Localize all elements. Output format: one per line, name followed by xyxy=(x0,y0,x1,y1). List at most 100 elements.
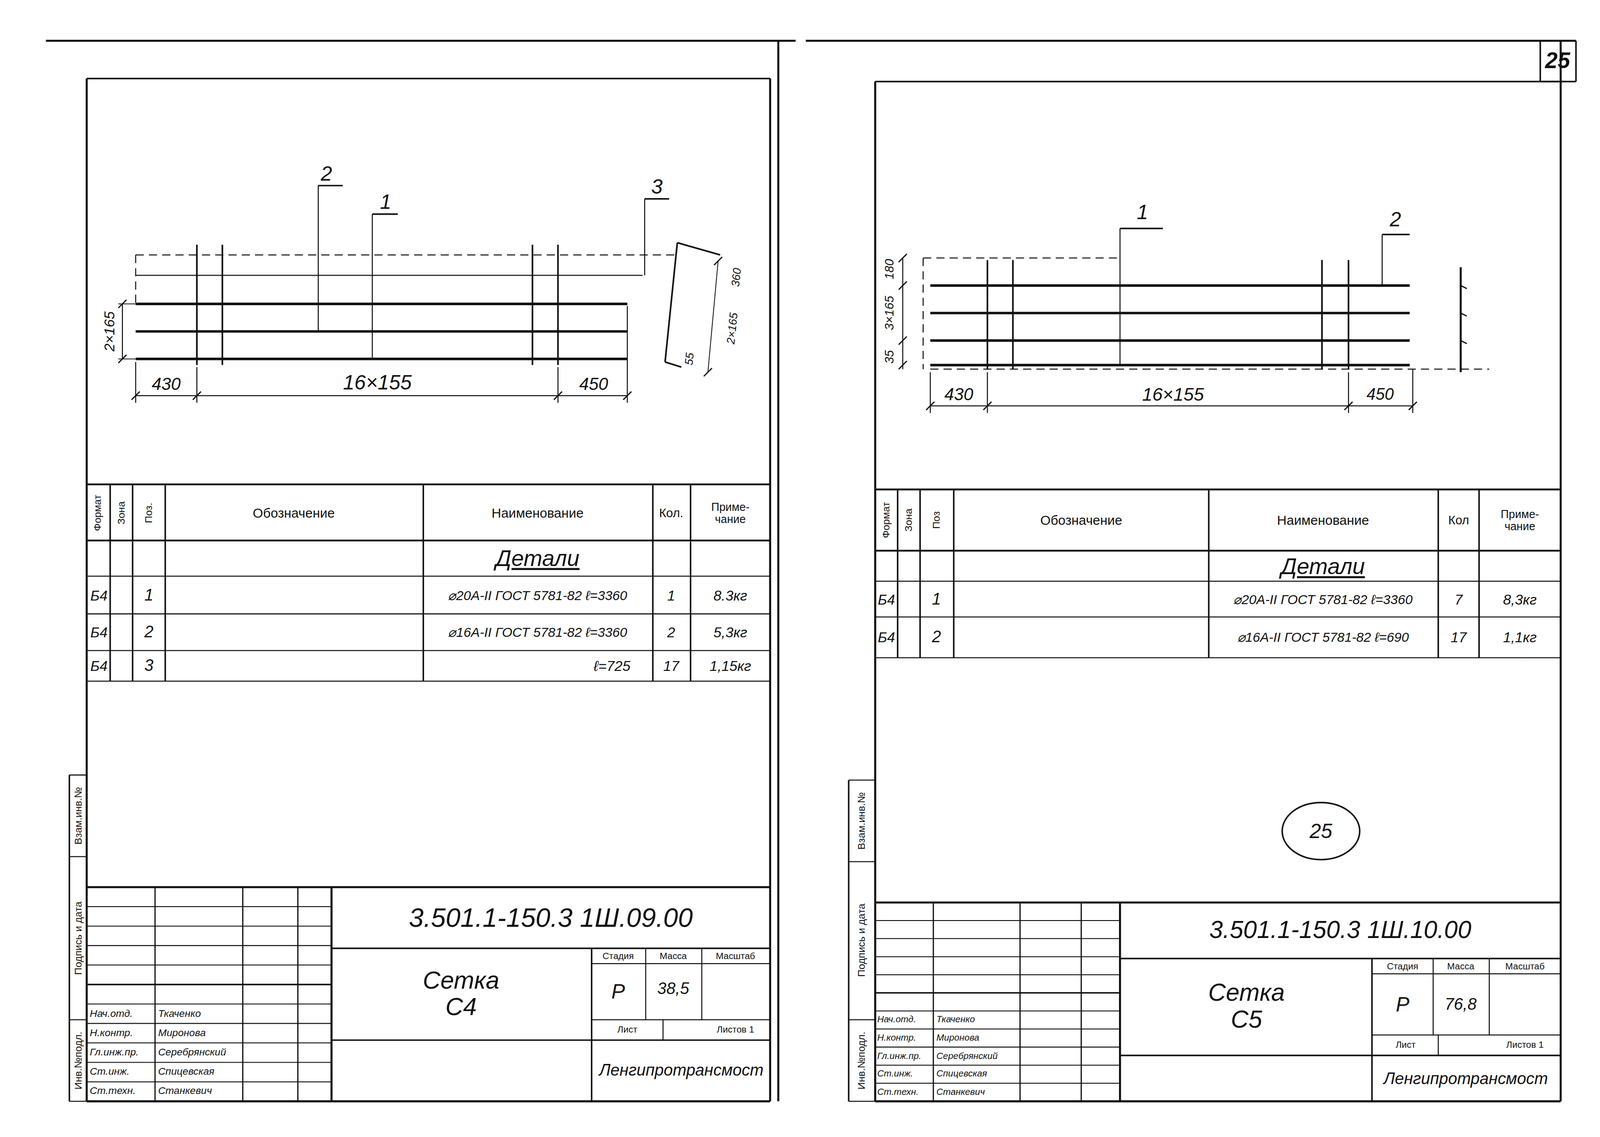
table-header: Зона xyxy=(116,501,127,525)
table-header: Кол. xyxy=(659,507,684,520)
title-block-value: 38,5 xyxy=(657,981,690,998)
drawing-line xyxy=(922,258,924,370)
table-cell: 1 xyxy=(144,587,154,604)
table-header: Кол xyxy=(1448,514,1470,527)
dimension: 55 xyxy=(683,352,696,366)
drawing-line xyxy=(134,255,136,304)
table-cell: 1 xyxy=(932,591,941,608)
drawing-line xyxy=(591,1019,771,1021)
drawing-line xyxy=(372,213,398,215)
drawing-line xyxy=(848,779,876,781)
drawing-line xyxy=(68,775,70,1102)
table-header: Поз. xyxy=(143,502,155,524)
drawing-line xyxy=(898,360,907,369)
callout-number: 3 xyxy=(651,176,663,198)
drawing-line xyxy=(109,484,111,682)
drawing-line xyxy=(875,1046,1120,1048)
drawing-line xyxy=(85,78,88,1102)
drawing-line xyxy=(848,861,876,863)
margin-field: Взам.инв.№ xyxy=(856,792,868,850)
drawing-line xyxy=(1119,228,1121,366)
drawing-line xyxy=(1559,40,1562,1102)
drawing-line xyxy=(875,1100,1561,1103)
drawing-line xyxy=(806,39,1577,43)
signer-role: Нач.отд. xyxy=(89,1008,133,1019)
drawing-line xyxy=(69,856,87,858)
drawing-line xyxy=(195,244,198,365)
drawing-line xyxy=(69,774,87,776)
drawing-line xyxy=(714,256,723,265)
drawing-line xyxy=(897,489,899,658)
drawing-line xyxy=(1437,1035,1439,1056)
drawing-line xyxy=(689,484,692,682)
drawing-line xyxy=(875,616,1561,618)
drawing-line xyxy=(1012,260,1015,369)
drawing-line xyxy=(665,362,682,368)
drawing-line xyxy=(874,81,877,1102)
drawing-line xyxy=(875,1065,1120,1067)
drawing-line xyxy=(86,1023,332,1025)
table-cell: ⌀16А-II ГОСТ 5781-82 ℓ=3360 xyxy=(447,625,628,640)
drawing-line xyxy=(86,575,770,577)
margin-field: Подпись и дата xyxy=(73,901,84,976)
drawing-line xyxy=(331,1039,770,1041)
signer-role: Ст.техн. xyxy=(877,1088,919,1098)
drawing-line xyxy=(623,391,632,400)
drawing-line xyxy=(297,887,299,1102)
drawing-line xyxy=(703,368,712,377)
callout-number: 1 xyxy=(1136,202,1149,223)
drawing-line xyxy=(1080,902,1082,1102)
drawing-line xyxy=(923,257,1117,259)
organization-name: Ленгипротрансмост xyxy=(599,1062,764,1080)
drawing-line xyxy=(86,925,332,927)
table-header: Зона xyxy=(903,508,915,533)
drawing-line xyxy=(135,302,628,306)
drawing-line xyxy=(932,902,935,1102)
drawing-line xyxy=(930,312,1410,315)
drawing-line xyxy=(1381,234,1383,286)
drawing-line xyxy=(135,274,643,276)
drawing-line xyxy=(875,992,1120,994)
table-cell: 5,3кг xyxy=(713,625,748,640)
drawing-line xyxy=(1208,489,1210,658)
drawing-line xyxy=(86,906,332,908)
callout-number: 2 xyxy=(1389,208,1401,230)
stamp-number: 25 xyxy=(1309,821,1333,842)
drawing-line xyxy=(875,657,1561,659)
drawing-line xyxy=(875,974,1120,976)
drawing-line xyxy=(1460,285,1467,289)
title-block-field: Масса xyxy=(659,952,687,962)
callout-number: 1 xyxy=(379,191,391,213)
drawing-line xyxy=(848,1101,876,1102)
drawing-line xyxy=(983,401,992,410)
title-block-field: Масштаб xyxy=(1505,962,1545,972)
drawing-line xyxy=(86,77,770,79)
dimension: 360 xyxy=(729,267,743,288)
dimension: 450 xyxy=(579,375,609,394)
drawing-line xyxy=(131,484,134,682)
title-block-field: Лист xyxy=(1395,1040,1416,1050)
drawing-line xyxy=(644,199,646,276)
drawing-line xyxy=(875,550,1561,552)
drawing-line xyxy=(86,1100,770,1103)
drawing-line xyxy=(662,1019,664,1041)
table-cell: ℓ=725 xyxy=(593,659,631,674)
dimension: 16×155 xyxy=(1142,385,1205,404)
drawing-line xyxy=(875,488,1561,491)
table-cell: 17 xyxy=(1450,630,1467,645)
signer-name: Миронова xyxy=(158,1028,206,1039)
table-cell: 1,15кг xyxy=(709,659,752,674)
signer-name: Станкевич xyxy=(936,1088,985,1098)
drawing-line xyxy=(926,401,935,410)
drawing-line xyxy=(196,367,198,404)
drawing-line xyxy=(1540,80,1577,83)
table-header: Приме- чание xyxy=(696,500,764,526)
drawing-line xyxy=(1382,234,1410,236)
table-cell: ⌀20А-II ГОСТ 5781-82 ℓ=3360 xyxy=(1233,593,1413,607)
margin-field: Инв.№подл. xyxy=(73,1031,84,1090)
section-heading: Детали xyxy=(495,547,580,571)
drawing-line xyxy=(164,484,166,682)
title-block-field: Стадия xyxy=(602,952,634,962)
drawing-line xyxy=(590,948,593,1102)
drawing-line xyxy=(1321,260,1323,369)
